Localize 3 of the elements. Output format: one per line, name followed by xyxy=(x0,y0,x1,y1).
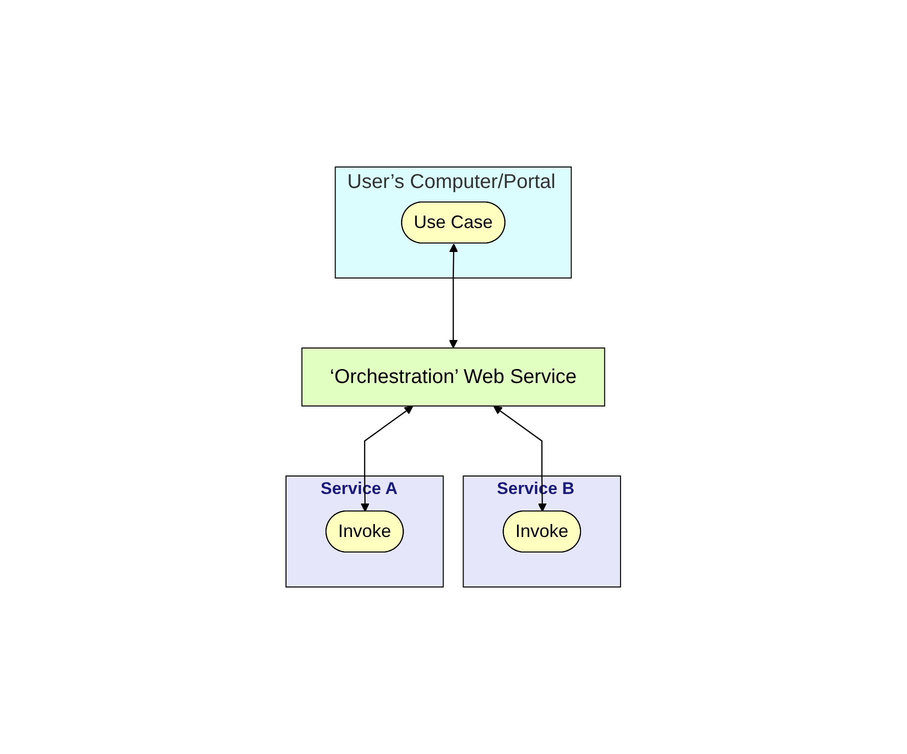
arrow xyxy=(360,406,414,512)
arrow xyxy=(449,244,458,348)
node-box: ‘Orchestration’ Web Service xyxy=(302,348,606,406)
